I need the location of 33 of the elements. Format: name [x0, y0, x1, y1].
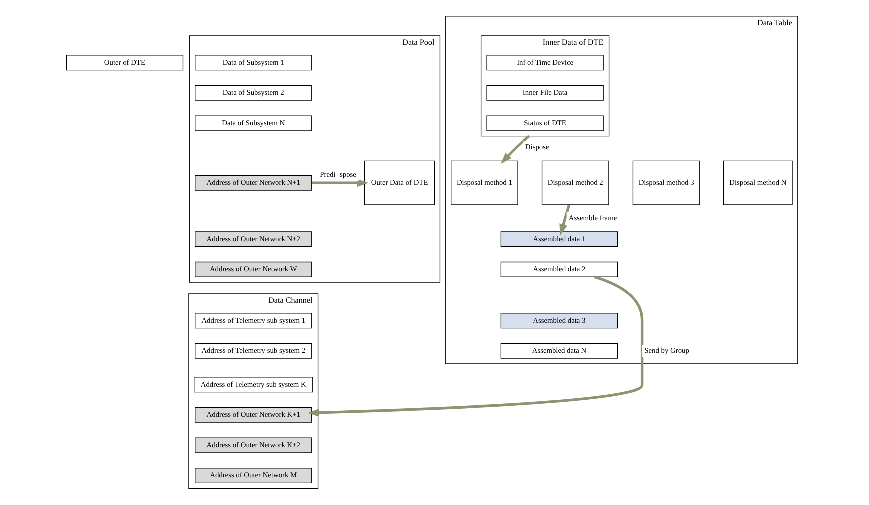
- node-box: Assembled data N: [500, 343, 618, 359]
- arrow: [307, 276, 644, 417]
- node-box: Disposal method 1: [450, 160, 518, 206]
- arrow: [500, 135, 530, 164]
- edge-label: Send by Group: [644, 346, 689, 356]
- node-box: Data of Subsystem 1: [194, 55, 312, 71]
- node-box: Assembled data 1: [500, 232, 618, 248]
- node-box: Disposal method 3: [632, 160, 700, 206]
- node-box: Address of Outer Network W: [194, 262, 312, 278]
- node-box: Address of Outer Network N+2: [194, 232, 312, 248]
- edge-label: Dispose: [524, 142, 549, 152]
- edge-label: Assemble frame: [568, 213, 617, 222]
- node-box: Address of Telemetry sub system K: [194, 377, 313, 393]
- node-box: Status of DTE: [486, 116, 604, 132]
- node-box: Disposal method 2: [541, 160, 609, 206]
- node-box: Address of Telemetry sub system 1: [194, 313, 312, 329]
- node-box: Address of Outer Network K+1: [194, 407, 312, 423]
- arrow: [312, 179, 368, 188]
- node-box: Assembled data 3: [500, 313, 618, 329]
- node-box: Address of Outer Network M: [194, 468, 312, 484]
- node-box: Assembled data 2: [500, 262, 618, 278]
- node-box: Data of Subsystem 2: [194, 85, 312, 101]
- node-box: Address of Outer Network N+1: [194, 175, 312, 191]
- node-box: Inf of Time Device: [486, 55, 604, 71]
- node-box: Address of Outer Network K+2: [194, 438, 312, 454]
- edge-label: Predi- spose: [320, 170, 356, 179]
- node-box: Outer of DTE: [66, 55, 184, 71]
- arrow: [559, 204, 570, 236]
- node-box: Outer Data of DTE: [364, 160, 435, 206]
- node-box: Inner File Data: [486, 85, 604, 101]
- node-box: Data of Subsystem N: [194, 116, 312, 132]
- node-box: Address of Telemetry sub system 2: [194, 343, 312, 359]
- node-box: Disposal method N: [722, 160, 792, 206]
